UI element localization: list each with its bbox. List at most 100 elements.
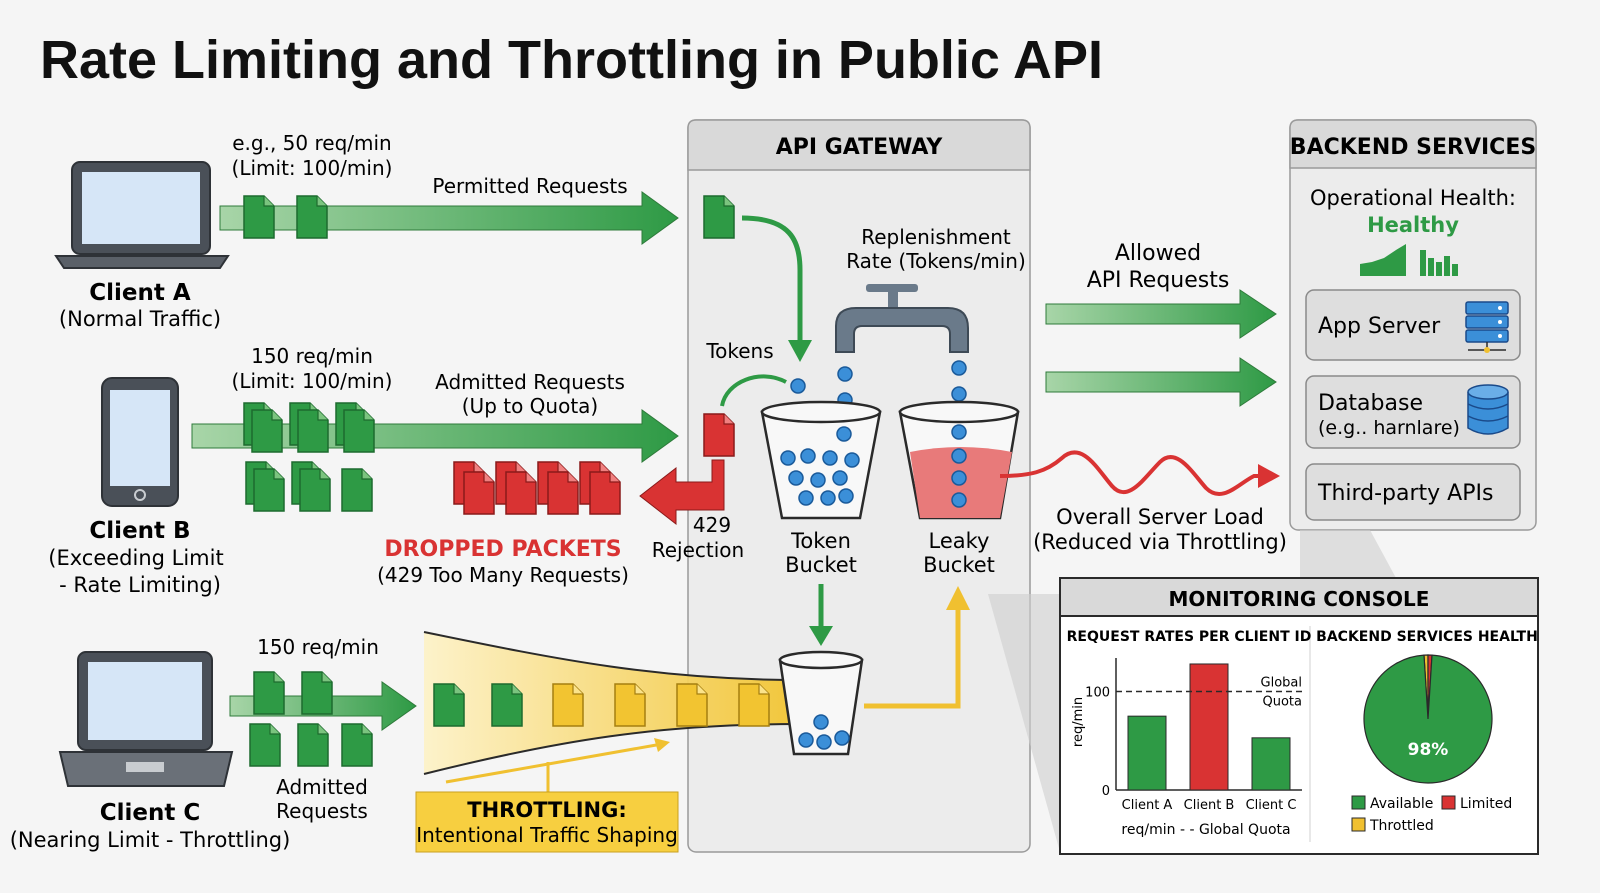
pie-center-label: 98% [1408,740,1449,760]
rejection-arrow [639,459,725,526]
console-zoom-shadow [1300,530,1396,578]
client-c-admitted-line1: Admitted [276,775,368,799]
server-load-line1: Overall Server Load [1056,505,1264,529]
monitoring-title: MONITORING CONSOLE [1169,587,1430,611]
client-b-flow-label-line2: (Up to Quota) [462,394,598,418]
rejection-label: Rejection [652,538,744,562]
throttling-label-box [415,791,679,853]
pie-chart-title: BACKEND SERVICES HEALTH [1316,629,1538,645]
legend-swatch [1351,817,1366,832]
client-a-laptop-icon [54,161,230,269]
health-value: Healthy [1367,213,1459,237]
throttle-to-leaky-arrow [864,586,970,709]
throttled-doc-icon [676,683,708,727]
page-title: Rate Limiting and Throttling in Public A… [40,30,1103,90]
bar-chart-tick-label: 100 [1085,686,1110,701]
bar-category-label: Client A [1122,798,1173,813]
throttled-doc-icon [614,683,646,727]
token-bucket-label-line1: Token [790,529,851,553]
allowed-label-line2: API Requests [1087,268,1230,293]
token-flow-arrow [741,215,812,362]
leaky-bucket-label-line2: Bucket [923,553,995,577]
client-b-rate: 150 req/min [251,344,373,368]
client-a-flow-label: Permitted Requests [432,174,627,198]
request-doc-icon [491,683,523,727]
pie-slice-available [1363,654,1493,784]
client-c-admitted-line2: Requests [276,799,368,823]
bar-client-b [1189,663,1229,791]
request-doc-icon [296,195,328,239]
bar-chart-ylabel: req/min [1071,697,1086,747]
bar-client-c [1251,737,1291,791]
client-a-limit: (Limit: 100/min) [232,156,393,180]
client-b-limit: (Limit: 100/min) [232,369,393,393]
small-bucket-icon [778,650,864,756]
throttled-doc-icon [738,683,770,727]
client-c-desc: (Nearing Limit - Throttling) [10,828,291,852]
leaky-bucket-label-line1: Leaky [929,529,990,553]
dropped-packets-icon [453,461,621,515]
rejected-doc-icon [703,413,735,457]
client-b-phone-icon [101,377,179,507]
bar-category-label: Client B [1184,798,1235,813]
backend-title: BACKEND SERVICES [1290,135,1536,160]
client-a-name: Client A [89,280,191,306]
legend-label: Throttled [1369,818,1434,834]
bar-category-label: Client C [1246,798,1297,813]
tokens-label: Tokens [705,339,773,363]
service-third-party [1305,463,1521,521]
rejection-code: 429 [693,513,731,537]
replenishment-label-line2: Rate (Tokens/min) [846,249,1026,273]
client-b-desc-line1: (Exceeding Limit [48,546,223,570]
client-c-request-stack [249,671,373,767]
service-database-sub: (e.g.. harnlare) [1318,417,1460,439]
request-doc-icon [703,195,735,239]
throttling-subtitle: Intentional Traffic Shaping [416,823,678,847]
health-chart-icon [1360,244,1458,276]
allowed-arrow-app-server [1045,289,1277,339]
token-curve-arrow [720,374,787,407]
legend-label: Limited [1460,796,1512,812]
token-drops [790,360,967,408]
client-b-flow-label-line1: Admitted Requests [435,370,625,394]
global-quota-label: Global [1261,676,1302,691]
backend-health-pie-chart: 98% [1363,654,1493,784]
client-b-name: Client B [89,518,190,544]
server-load-line2: (Reduced via Throttling) [1033,530,1287,554]
global-quota-label: Quota [1263,695,1303,710]
replenishment-label-line1: Replenishment [861,225,1011,249]
token-bucket-label-line2: Bucket [785,553,857,577]
client-c-laptop-icon [58,651,234,787]
client-a-flow-arrow [219,191,679,245]
client-b-request-stack [243,402,375,512]
client-c-rate: 150 req/min [257,635,379,659]
client-a-rate: e.g., 50 req/min [232,131,391,155]
faucet-icon [835,284,969,353]
throttling-direction-arrow [445,738,670,792]
request-doc-icon [243,195,275,239]
service-database [1305,375,1521,449]
dropped-packets-title: DROPPED PACKETS [384,537,621,562]
allowed-arrow-database [1045,357,1277,407]
throttled-doc-icon [552,683,584,727]
bar-chart-footer: req/min - - Global Quota [1121,822,1290,838]
request-doc-icon [433,683,465,727]
bar-chart-tick-label: 0 [1102,784,1110,799]
legend-swatch [1351,795,1366,810]
service-third-party-label: Third-party APIs [1317,481,1493,506]
server-icon [1465,301,1509,353]
legend-swatch [1441,795,1456,810]
health-label: Operational Health: [1310,186,1516,210]
client-c-name: Client C [100,800,201,826]
client-b-desc-line2: - Rate Limiting) [59,573,221,597]
database-icon [1467,384,1509,435]
token-bucket-icon [760,400,882,520]
allowed-label-line1: Allowed [1115,241,1201,266]
bar-client-a [1127,715,1167,791]
leaky-bucket-icon [898,400,1020,520]
throttling-title: THROTTLING: [467,798,626,822]
